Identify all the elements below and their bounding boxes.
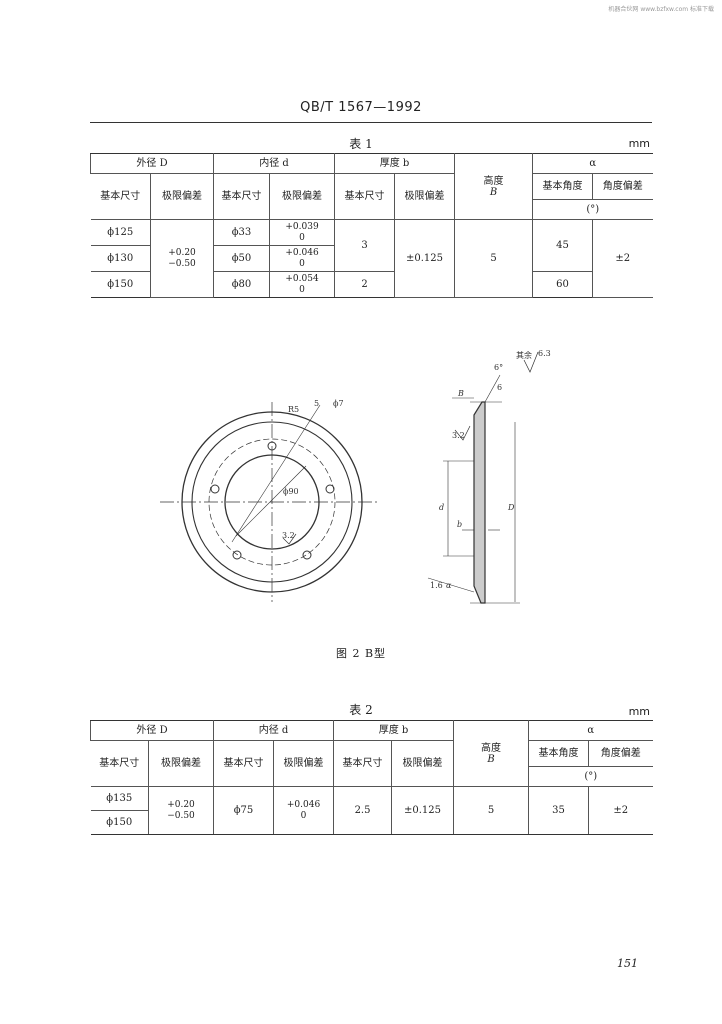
t2-b-dev: ±0.125	[391, 786, 455, 835]
dim-phi7: ϕ7	[333, 399, 344, 408]
t1-B: 5	[454, 219, 534, 298]
outer-circle	[181, 411, 363, 593]
t2-h-b-basic: 基本尺寸	[333, 740, 393, 787]
t1-h-degree: (°)	[532, 199, 653, 220]
t2-a: 35	[528, 786, 590, 835]
front-view	[160, 402, 380, 602]
t2-h-alpha: α	[528, 720, 653, 741]
header-rule	[90, 122, 652, 123]
t2-r2-D: ϕ150	[90, 810, 149, 835]
mounting-holes	[210, 441, 335, 560]
figure-caption: 图 2 B型	[335, 647, 387, 660]
t2-D-dev: +0.20−0.50	[147, 786, 215, 835]
t2-h-outer: 外径 D	[89, 720, 215, 741]
rough-hole: 3.2	[282, 531, 295, 540]
rest-label: 其余	[516, 350, 532, 360]
t1-h-alpha: α	[532, 153, 653, 174]
dim-phi90: ϕ90	[283, 487, 299, 496]
t2-a-dev: ±2	[588, 786, 653, 835]
t2-h-inner: 内径 d	[213, 720, 335, 741]
t1-h-b-basic: 基本尺寸	[334, 173, 396, 220]
t2-h-D-basic: 基本尺寸	[90, 740, 149, 787]
dim-r5: R5	[288, 405, 299, 414]
t1-D-dev: +0.20−0.50	[149, 219, 215, 298]
rough-rest: 6.3	[538, 349, 551, 358]
dim-angle: 6°	[494, 363, 503, 372]
t2-h-D-dev: 极限偏差	[147, 740, 215, 787]
t1-b-1: 3	[334, 219, 396, 272]
t1-a-2: 60	[532, 271, 594, 298]
chamfer-circle	[191, 421, 353, 583]
t1-h-inner: 内径 d	[213, 153, 336, 174]
t1-h-D-dev: 极限偏差	[149, 173, 215, 220]
table1-caption: 表 1	[349, 137, 373, 151]
t1-h-d-basic: 基本尺寸	[213, 173, 271, 220]
t2-h-angle-basic: 基本角度	[528, 740, 590, 767]
dim-alpha: α	[446, 581, 452, 590]
t2-h-d-dev: 极限偏差	[273, 740, 335, 787]
figure-type-b: R5 5 ϕ7 ϕ90 3.2 6° 6 B 3.2 D d b 1.6 α 其…	[160, 349, 551, 604]
t2-d: ϕ75	[213, 786, 275, 835]
hole-pitch-circle	[208, 438, 336, 566]
t1-a-1: 45	[532, 219, 594, 272]
t1-h-d-dev: 极限偏差	[269, 173, 336, 220]
t1-r2-d: ϕ50	[213, 245, 271, 272]
t2-h-b-dev: 极限偏差	[391, 740, 455, 787]
dim-b: b	[457, 520, 462, 529]
dim-D: D	[507, 503, 515, 512]
t1-h-angle-dev: 角度偏差	[592, 173, 653, 200]
side-view	[427, 351, 539, 604]
dim-B: B	[457, 389, 464, 398]
t1-r3-d: ϕ80	[213, 271, 271, 298]
t1-h-D-basic: 基本尺寸	[90, 173, 151, 220]
table1-unit: mm	[628, 137, 650, 150]
t1-r1-D: ϕ125	[90, 219, 151, 246]
dim-gap: 6	[497, 383, 502, 392]
page-number: 151	[617, 957, 638, 970]
rough-edge: 1.6	[430, 581, 443, 590]
table2-unit: mm	[628, 705, 650, 718]
rough-face: 3.2	[452, 431, 465, 440]
t1-h-b-dev: 极限偏差	[394, 173, 456, 220]
t1-b-dev: ±0.125	[394, 219, 456, 298]
t1-r2-D: ϕ130	[90, 245, 151, 272]
inner-circle	[224, 454, 320, 550]
t1-h-angle-basic: 基本角度	[532, 173, 594, 200]
t1-a-dev: ±2	[592, 219, 653, 298]
t2-h-d-basic: 基本尺寸	[213, 740, 275, 787]
t2-r1-D: ϕ135	[90, 786, 149, 811]
standard-header: QB/T 1567—1992	[300, 100, 422, 115]
t2-h-thick: 厚度 b	[333, 720, 455, 741]
t2-b: 2.5	[333, 786, 393, 835]
t2-h-degree: (°)	[528, 766, 653, 787]
watermark: 机器合伙网 www.bzfxw.com 标准下载	[608, 6, 714, 13]
t1-h-thick: 厚度 b	[334, 153, 456, 174]
t1-r3-D: ϕ150	[90, 271, 151, 298]
dim-5: 5	[314, 399, 319, 408]
t2-B: 5	[453, 786, 530, 835]
dim-d: d	[439, 503, 444, 512]
table2-caption: 表 2	[349, 703, 373, 717]
t1-b-2: 2	[334, 271, 396, 298]
t2-h-angle-dev: 角度偏差	[588, 740, 653, 767]
t1-h-outer: 外径 D	[89, 153, 215, 174]
t1-r1-d: ϕ33	[213, 219, 271, 246]
